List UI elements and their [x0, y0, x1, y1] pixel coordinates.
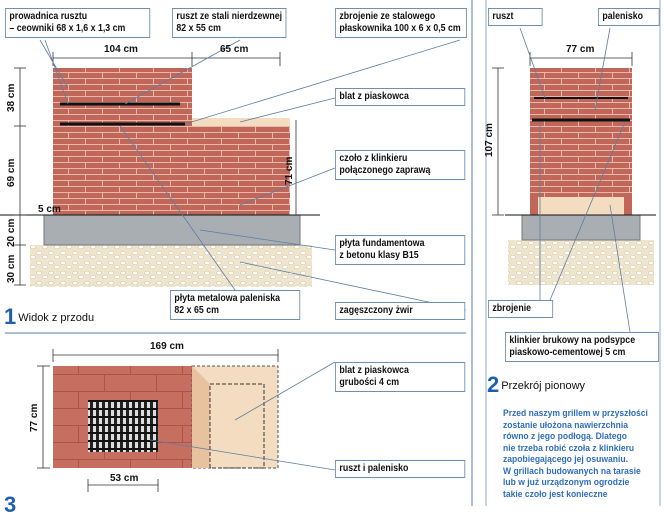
label-grate-firebox: ruszt i palenisko [335, 460, 466, 478]
dim-104: 104 cm [104, 44, 138, 55]
top-view-drawing [37, 349, 336, 492]
label-grate: ruszt [488, 8, 543, 26]
dim-107: 107 cm [484, 123, 495, 157]
diagram-drawing [0, 0, 661, 506]
dim-30: 30 cm [6, 254, 17, 283]
top-view-title: 3 [4, 492, 17, 517]
dim-5: 5 cm [38, 204, 61, 215]
label-gravel: zagęszczony żwir [335, 302, 466, 320]
dim-71: 71 cm [284, 156, 295, 185]
dim-169: 169 cm [150, 341, 184, 352]
label-firebox: palenisko [598, 8, 660, 26]
label-section-reinforcement: zbrojenie [488, 300, 554, 318]
dim-77-section: 77 cm [566, 44, 595, 55]
dim-77-top: 77 cm [29, 403, 40, 432]
dim-69: 69 cm [6, 158, 17, 187]
dim-38: 38 cm [6, 83, 17, 112]
dim-20: 20 cm [6, 218, 17, 247]
label-sandstone-top: blat z piaskowca [335, 88, 466, 106]
section-view-drawing [492, 27, 656, 333]
dim-53: 53 cm [110, 473, 139, 484]
dim-65: 65 cm [220, 44, 249, 55]
label-grate-guide: prowadnica rusztu– ceowniki 68 x 1,6 x 1… [5, 8, 151, 38]
front-view-drawing [0, 39, 467, 311]
